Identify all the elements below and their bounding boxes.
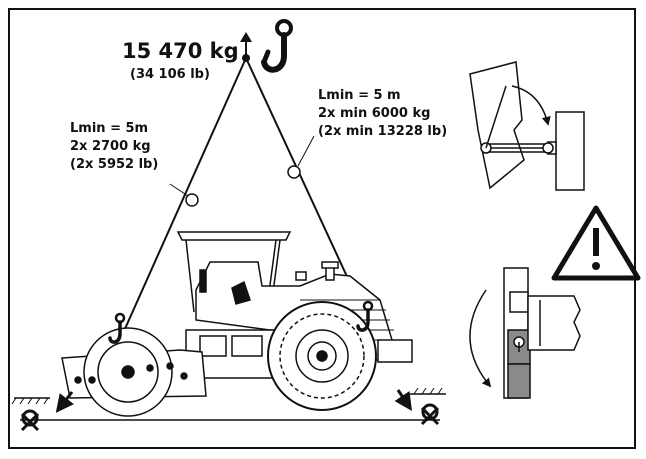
lift-hook-icon bbox=[261, 19, 293, 73]
warning-triangle-icon bbox=[551, 205, 641, 281]
front-lift-hook-icon bbox=[108, 312, 126, 344]
right-sling-capacity-imperial: (2x min 13228 lb) bbox=[318, 124, 447, 139]
left-sling-capacity-imperial: (2x 5952 lb) bbox=[70, 157, 158, 172]
weight-label: 15 470 kg bbox=[122, 39, 239, 63]
left-sling-ring bbox=[185, 193, 199, 207]
left-sling-capacity: 2x 2700 kg bbox=[70, 139, 151, 154]
articulation-lock-detail bbox=[469, 61, 585, 191]
lift-up-arrow-icon bbox=[240, 32, 252, 56]
latch-detail bbox=[503, 267, 581, 399]
right-sling-ring bbox=[287, 165, 301, 179]
rear-tie-down-ring-icon bbox=[394, 387, 446, 426]
right-label-leader bbox=[297, 135, 315, 167]
rear-lift-hook-icon bbox=[356, 300, 374, 332]
diagram-frame bbox=[8, 8, 636, 449]
left-label-leader bbox=[169, 183, 189, 197]
left-sling-length: Lmin = 5m bbox=[70, 121, 148, 136]
right-sling-length: Lmin = 5 m bbox=[318, 88, 401, 103]
weight-imperial-label: (34 106 lb) bbox=[130, 67, 210, 82]
roller-compactor bbox=[61, 231, 413, 417]
front-tie-down-ring-icon bbox=[11, 391, 74, 432]
right-sling-capacity: 2x min 6000 kg bbox=[318, 106, 430, 121]
rotation-arrow-icon bbox=[469, 289, 492, 388]
